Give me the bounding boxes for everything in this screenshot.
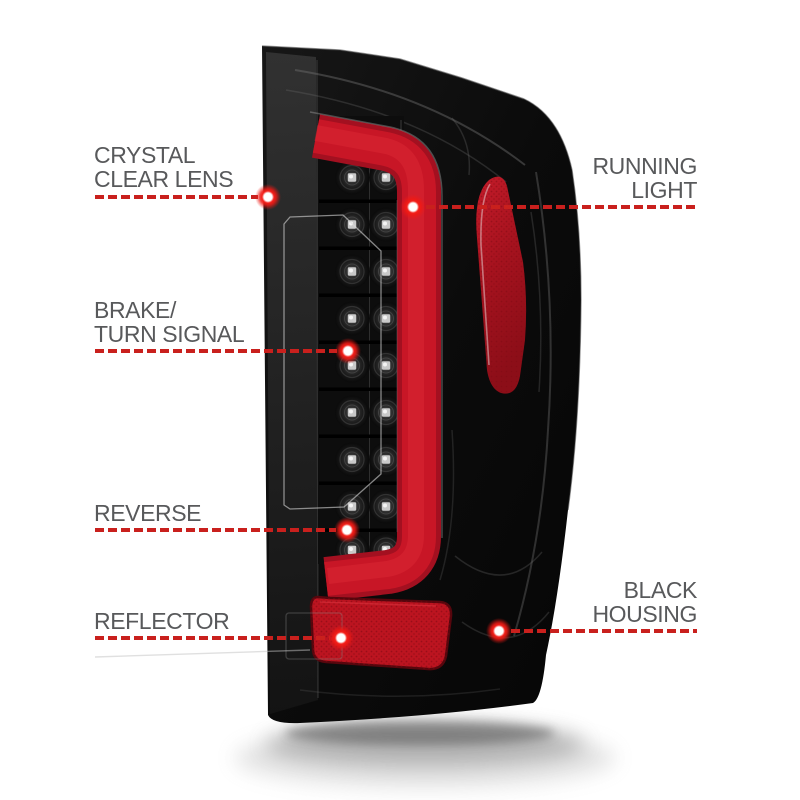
- label-brake-turn-signal: BRAKE/ TURN SIGNAL: [94, 297, 245, 347]
- crystal-lens-outline: [283, 214, 382, 510]
- marker-dot-reverse: [334, 517, 360, 543]
- label-crystal-clear-lens: CRYSTAL CLEAR LENS: [94, 142, 234, 192]
- housing-gloss-lines: [285, 69, 552, 698]
- leader-line-black-housing: [511, 629, 697, 633]
- leader-line-reverse: [95, 528, 336, 532]
- marker-dot-crystal-clear-lens: [255, 184, 281, 210]
- marker-dot-running-light: [400, 194, 426, 220]
- marker-dot-black-housing: [486, 618, 512, 644]
- marker-dot-reflector: [328, 625, 354, 651]
- side-reflector: [476, 176, 527, 394]
- label-reverse: REVERSE: [94, 500, 202, 526]
- leader-line-brake-turn-signal: [95, 349, 337, 353]
- label-reflector: REFLECTOR: [94, 608, 230, 634]
- floor-reflection: [235, 721, 615, 788]
- label-black-housing: BLACK HOUSING: [592, 577, 697, 627]
- leader-line-crystal-clear-lens: [95, 195, 258, 199]
- marker-dot-brake-turn-signal: [335, 338, 361, 364]
- leader-line-running-light: [426, 205, 697, 209]
- running-light-bar: [309, 111, 443, 601]
- bottom-reflector: [94, 595, 453, 671]
- leader-line-reflector: [95, 636, 330, 640]
- led-grid: [318, 116, 404, 564]
- label-running-light: RUNNING LIGHT: [592, 153, 697, 203]
